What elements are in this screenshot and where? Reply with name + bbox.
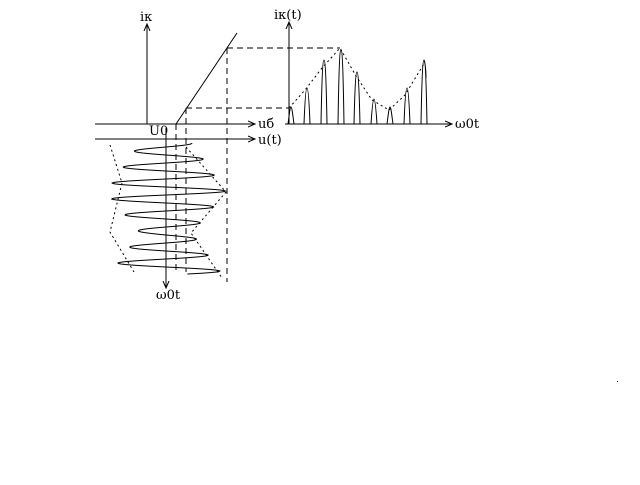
- ik-right-label: iк(t): [274, 8, 302, 23]
- input-envelope-left: [109, 144, 135, 273]
- wt-bottom-label: ω0t: [156, 288, 181, 303]
- current-pulses: [287, 49, 428, 125]
- input-envelope-right: [185, 146, 227, 279]
- ut-label: u(t): [258, 133, 282, 148]
- stray-dot: [617, 381, 618, 382]
- input-signal-wave: [110, 142, 227, 275]
- ub-label: uб: [258, 117, 274, 132]
- transfer-characteristic: [175, 32, 238, 125]
- ik-left-label: iк: [140, 10, 152, 25]
- u0-label: U0: [149, 124, 168, 139]
- dashed-guides: [175, 47, 340, 282]
- wt-right-label: ω0t: [455, 117, 480, 132]
- current-envelope: [288, 47, 426, 111]
